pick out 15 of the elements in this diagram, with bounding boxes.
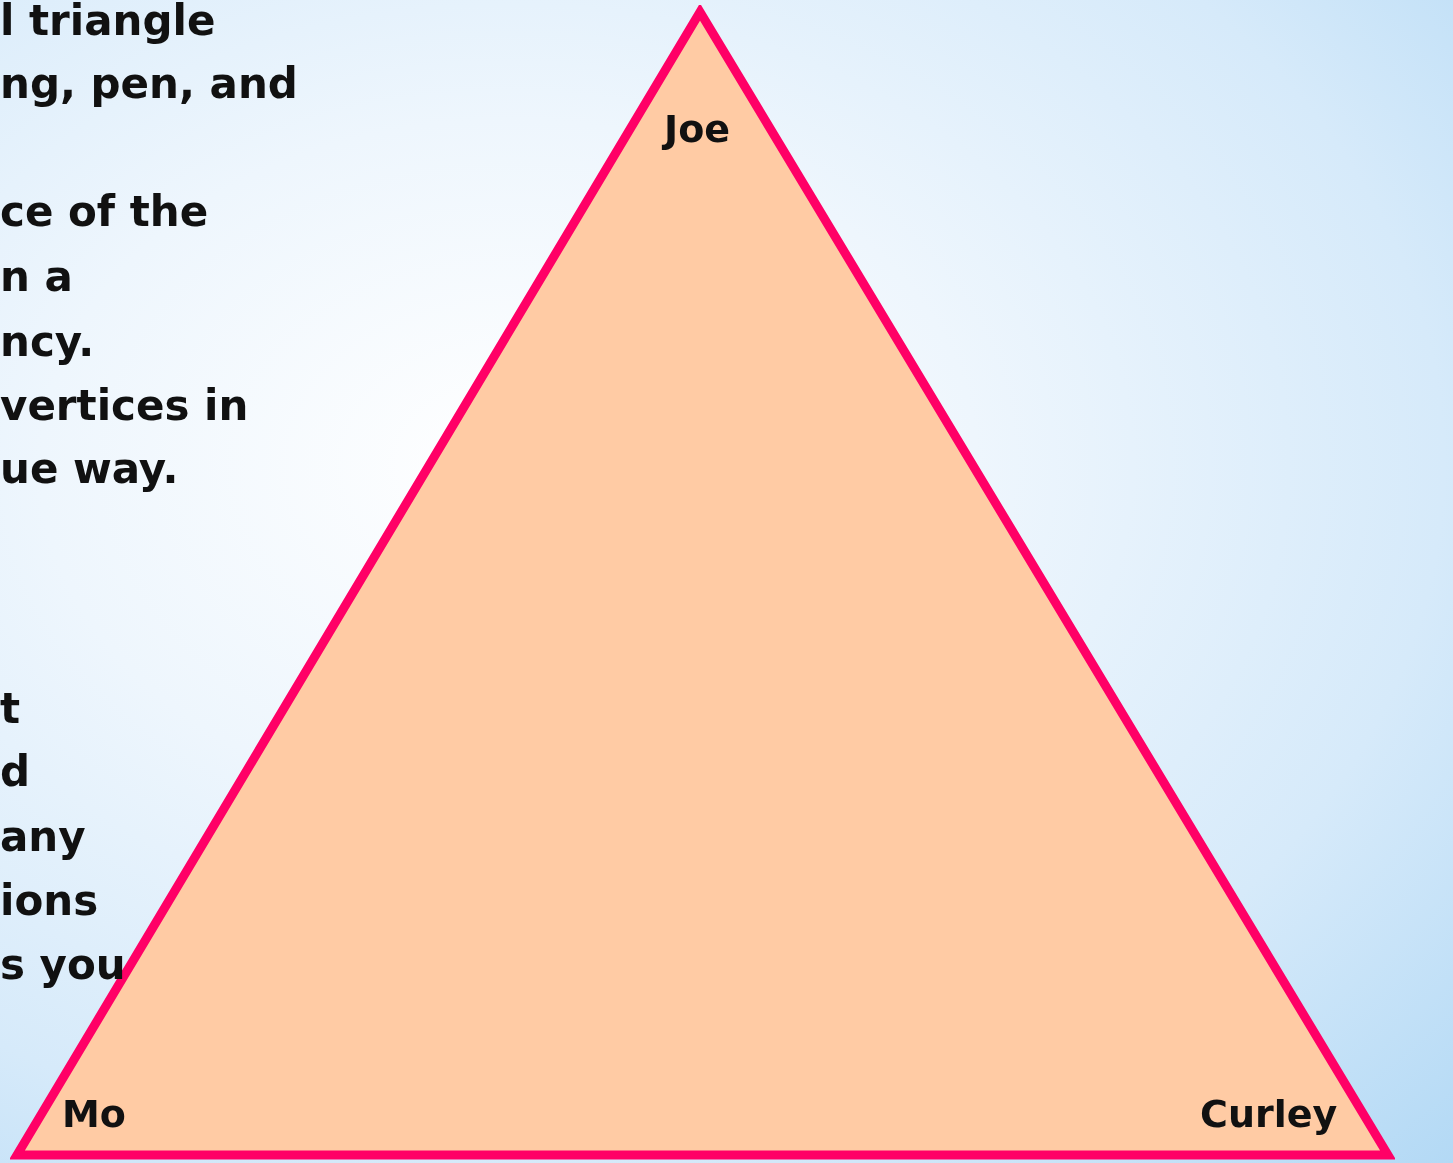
text-line: n a bbox=[0, 256, 73, 298]
text-line: ce of the bbox=[0, 191, 209, 233]
vertex-label: Joe bbox=[664, 110, 731, 148]
text-line: l triangle bbox=[0, 0, 216, 42]
text-line: ng, pen, and bbox=[0, 63, 298, 105]
text-line: vertices in bbox=[0, 385, 249, 427]
text-line: d bbox=[0, 751, 31, 793]
text-line: ncy. bbox=[0, 321, 95, 363]
text-line: ue way. bbox=[0, 448, 179, 490]
text-line: s you bbox=[0, 944, 126, 986]
vertex-label: Mo bbox=[62, 1095, 126, 1133]
text-line: ions bbox=[0, 880, 99, 922]
text-line: any bbox=[0, 816, 86, 858]
text-line: t bbox=[0, 688, 21, 730]
vertex-label: Curley bbox=[1200, 1095, 1338, 1133]
